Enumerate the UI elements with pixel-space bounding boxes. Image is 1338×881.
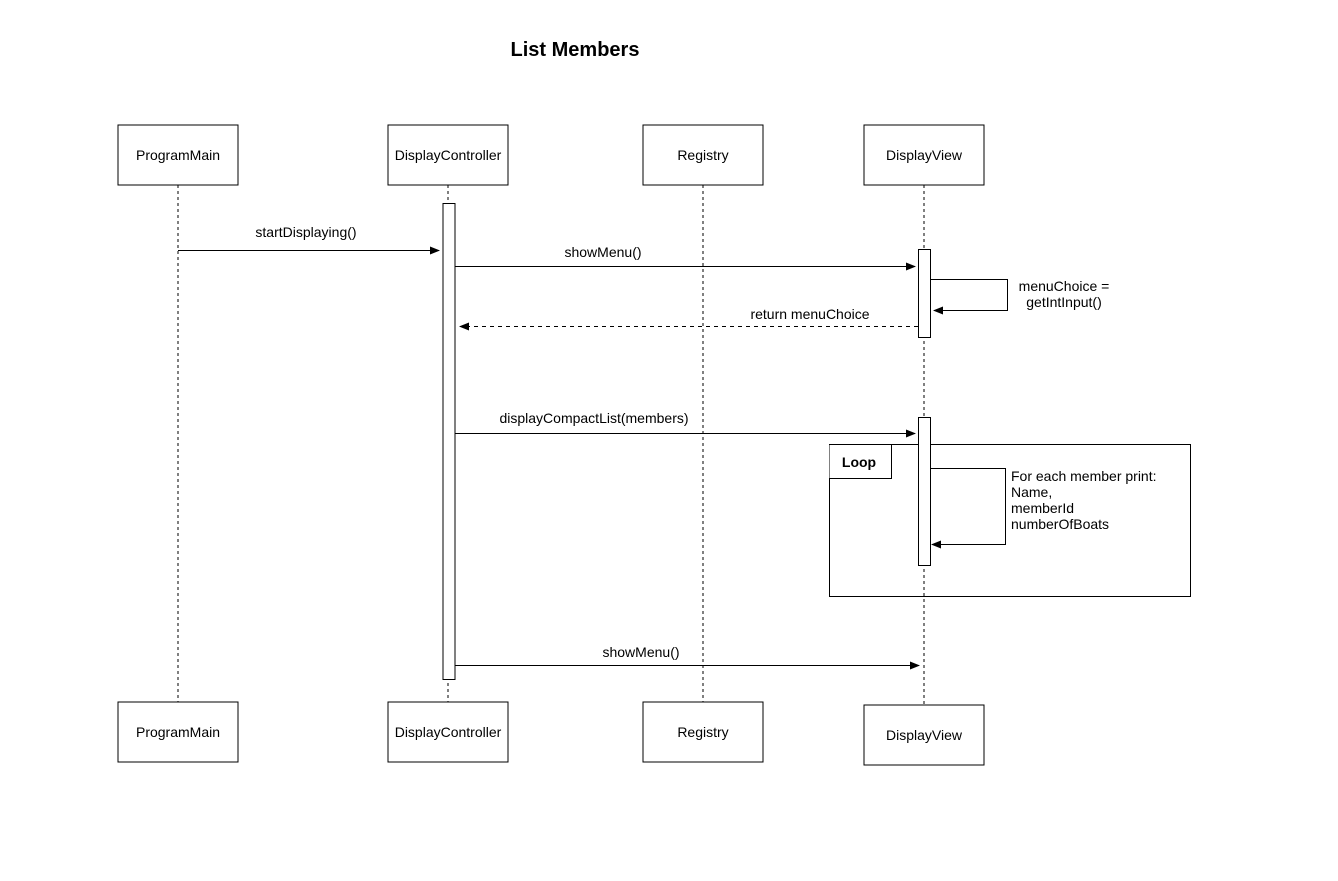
participant-program-main-top[interactable]: ProgramMain [117, 124, 239, 186]
message-show-menu-1[interactable]: showMenu() [455, 244, 916, 271]
message-label: return menuChoice [750, 306, 869, 322]
loop-note-line: memberId [1011, 500, 1074, 516]
participant-registry-top[interactable]: Registry [642, 124, 764, 186]
loop-label: Loop [842, 454, 876, 470]
participant-label: Registry [677, 724, 728, 740]
diagram-title: List Members [511, 39, 640, 61]
participant-program-main-bottom[interactable]: ProgramMain [117, 701, 239, 763]
activation-display-controller [442, 203, 456, 680]
participant-label: Registry [677, 147, 728, 163]
message-label: showMenu() [602, 644, 679, 660]
loop-frame[interactable]: Loop [829, 444, 1191, 597]
loop-note-line: Name, [1011, 484, 1052, 500]
loop-note-line: For each member print: [1011, 468, 1157, 484]
activation-display-view-menu [918, 249, 931, 338]
message-start-displaying[interactable]: startDisplaying() [178, 224, 440, 255]
message-label: startDisplaying() [255, 224, 356, 240]
message-label: getIntInput() [1026, 294, 1102, 310]
message-show-menu-2[interactable]: showMenu() [455, 644, 920, 670]
participant-label: DisplayController [395, 724, 502, 740]
participant-label: ProgramMain [136, 147, 220, 163]
participant-registry-bottom[interactable]: Registry [642, 701, 764, 763]
message-display-compact-list[interactable]: displayCompactList(members) [455, 410, 916, 438]
participant-label: DisplayView [886, 147, 963, 163]
participant-display-view-top[interactable]: DisplayView [863, 124, 985, 186]
message-return-menu-choice[interactable]: return menuChoice [459, 306, 918, 331]
loop-note-line: numberOfBoats [1011, 516, 1109, 532]
message-self-get-int-input[interactable]: menuChoice = getIntInput() [930, 278, 1110, 315]
message-label: showMenu() [564, 244, 641, 260]
participant-display-view-bottom[interactable]: DisplayView [863, 704, 985, 766]
participant-label: DisplayController [395, 147, 502, 163]
message-label: menuChoice = [1019, 278, 1110, 294]
message-label: displayCompactList(members) [499, 410, 688, 426]
participant-label: DisplayView [886, 727, 963, 743]
participant-display-controller-bottom[interactable]: DisplayController [387, 701, 509, 763]
message-self-print-members[interactable]: For each member print: Name, memberId nu… [930, 468, 1157, 549]
participant-display-controller-top[interactable]: DisplayController [387, 124, 509, 186]
activation-display-view-list [918, 417, 931, 566]
participant-label: ProgramMain [136, 724, 220, 740]
